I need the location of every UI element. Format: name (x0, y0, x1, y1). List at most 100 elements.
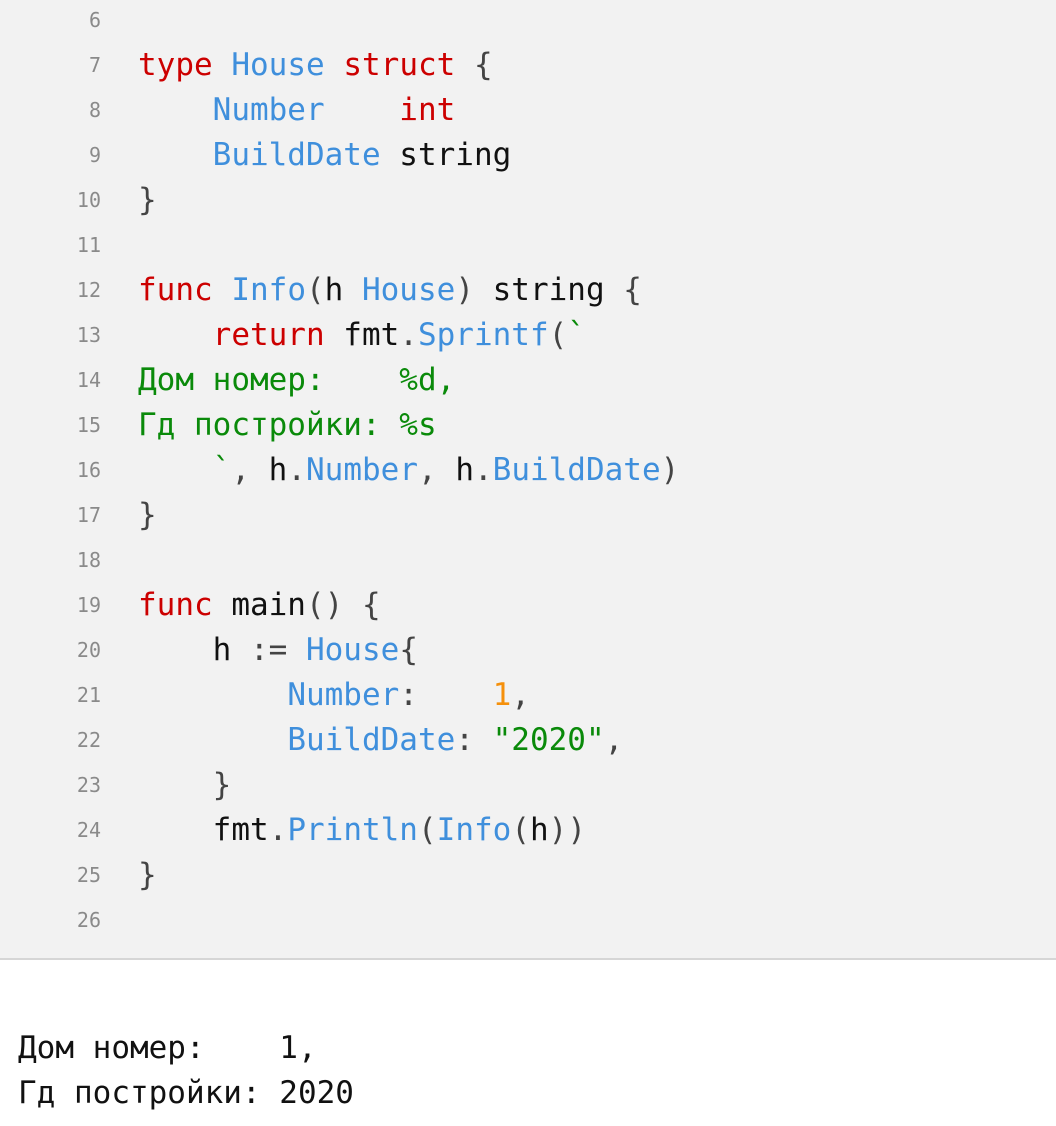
code-line: 22 BuildDate: "2020", (0, 718, 1056, 763)
code-text: } (138, 766, 232, 804)
token-keyword: func (138, 272, 213, 308)
token-identifier: BuildDate (287, 722, 456, 758)
code-text: return fmt.Sprintf(` (138, 316, 586, 354)
token-identifier: House (305, 632, 400, 668)
token-identifier: Number (212, 92, 325, 128)
token-plain-text: fmt (324, 317, 400, 353)
output-line-1: Дом номер: 1, (18, 1030, 317, 1066)
code-line: 9 BuildDate string (0, 133, 1056, 178)
token-punctuation: ( (511, 812, 530, 848)
line-number: 12 (76, 278, 101, 302)
output-line-2: Гд постройки: 2020 (18, 1075, 354, 1111)
token-identifier: BuildDate (492, 452, 661, 488)
token-punctuation: { (399, 632, 418, 668)
token-keyword: return (212, 317, 325, 353)
token-punctuation: { (623, 272, 642, 308)
line-number: 10 (76, 188, 101, 212)
code-text: func Info(h House) string { (138, 271, 642, 309)
token-punctuation: } (138, 182, 157, 218)
token-punctuation: , (231, 452, 250, 488)
token-plain-text (455, 47, 474, 83)
code-text: `, h.Number, h.BuildDate) (138, 451, 680, 489)
token-punctuation: () (305, 587, 344, 623)
token-identifier: Info (436, 812, 512, 848)
code-line: 8 Number int (0, 88, 1056, 133)
token-punctuation: { (361, 587, 381, 623)
token-punctuation: := (249, 632, 288, 668)
code-line: 24 fmt.Println(Info(h)) (0, 808, 1056, 853)
program-output: Дом номер: 1, Гд постройки: 2020 (18, 1026, 354, 1116)
code-line: 23 } (0, 763, 1056, 808)
code-line: 18 (0, 538, 1056, 583)
token-punctuation: , (511, 677, 530, 713)
code-text: BuildDate: "2020", (138, 721, 623, 759)
token-plain-text: h (436, 452, 474, 488)
line-number: 13 (76, 323, 101, 347)
code-line: 11 (0, 223, 1056, 268)
code-text: Number int (138, 91, 456, 129)
line-number: 9 (88, 143, 101, 167)
code-line: 16 `, h.Number, h.BuildDate) (0, 448, 1056, 493)
line-number: 25 (76, 863, 101, 887)
token-plain-text (138, 92, 213, 128)
code-line: 10} (0, 178, 1056, 223)
token-plain-text: string (473, 272, 624, 308)
code-text: type House struct { (138, 46, 493, 84)
line-number: 11 (76, 233, 101, 257)
token-plain-text (138, 677, 287, 713)
token-punctuation: } (138, 497, 157, 533)
token-punctuation: { (473, 47, 493, 83)
token-keyword: func (138, 587, 213, 623)
token-plain-text (138, 317, 213, 353)
token-identifier: Println (287, 812, 418, 848)
line-number: 22 (76, 728, 101, 752)
token-keyword: struct (343, 47, 456, 83)
token-plain-text: main (212, 587, 306, 623)
token-punctuation: : (399, 677, 418, 713)
token-punctuation: . (473, 452, 493, 488)
token-identifier: House (361, 272, 456, 308)
token-plain-text: h (324, 272, 362, 308)
token-string-literal: Гд постройки: %s (138, 407, 437, 443)
code-line: 13 return fmt.Sprintf(` (0, 313, 1056, 358)
code-line: 20 h := House{ (0, 628, 1056, 673)
token-punctuation: : (455, 722, 474, 758)
line-number: 14 (76, 368, 101, 392)
line-number: 16 (76, 458, 101, 482)
code-text: Гд постройки: %s (138, 406, 437, 444)
token-punctuation: , (604, 722, 624, 758)
code-line: 12 func Info(h House) string { (0, 268, 1056, 313)
line-number: 17 (76, 503, 101, 527)
token-string-literal: ` (567, 317, 586, 353)
token-string-literal: "2020" (492, 722, 605, 758)
code-line: 26 (0, 898, 1056, 943)
token-plain-text (287, 632, 306, 668)
token-punctuation: ) (660, 452, 680, 488)
token-identifier: Sprintf (417, 317, 549, 353)
token-plain-text (138, 722, 287, 758)
token-plain-text (213, 47, 232, 83)
code-text: h := House{ (138, 631, 418, 669)
token-identifier: Number (287, 677, 400, 713)
token-keyword: type (138, 47, 213, 83)
token-plain-text (325, 47, 344, 83)
code-line: 17} (0, 493, 1056, 538)
code-line: 21 Number: 1, (0, 673, 1056, 718)
line-number: 23 (76, 773, 101, 797)
token-plain-text: string (380, 137, 512, 173)
token-punctuation: . (268, 812, 288, 848)
token-number-literal: 1 (492, 677, 512, 713)
code-text: } (138, 181, 157, 219)
token-keyword: int (399, 92, 456, 128)
token-plain-text (418, 677, 493, 713)
code-text: } (138, 856, 157, 894)
token-punctuation: )) (548, 812, 586, 848)
token-plain-text (213, 272, 232, 308)
line-number: 7 (88, 53, 101, 77)
token-identifier: Number (306, 452, 418, 488)
token-plain-text: h (138, 632, 250, 668)
token-punctuation: . (287, 452, 306, 488)
